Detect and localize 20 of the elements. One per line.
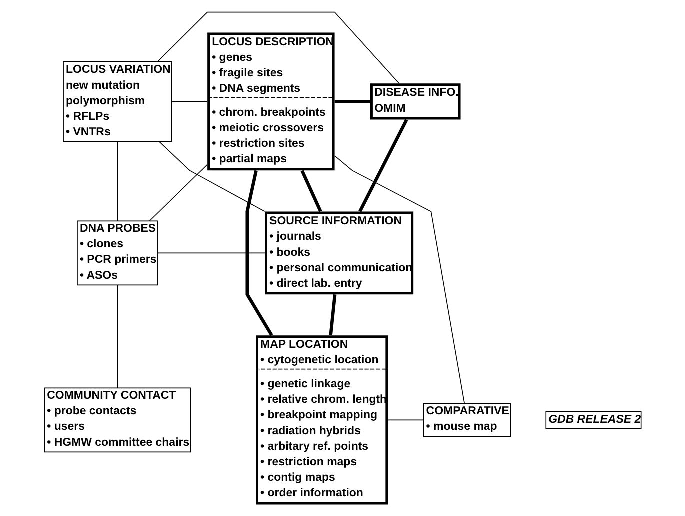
connector xyxy=(157,252,265,254)
connector xyxy=(245,170,273,336)
connector xyxy=(358,118,408,212)
connector xyxy=(387,419,424,420)
connector xyxy=(300,170,322,212)
connector xyxy=(148,164,208,221)
connector xyxy=(334,100,370,103)
node-box: COMPARATIVE • mouse map xyxy=(422,402,511,436)
connector xyxy=(328,294,336,336)
connector xyxy=(158,140,265,212)
node-box: COMMUNITY CONTACT • probe contacts • users • HGMW committee chairs xyxy=(44,387,191,452)
connector xyxy=(334,155,465,404)
node-box: DNA PROBES • clones • PCR primers • ASOs xyxy=(76,220,158,286)
node-box: DISEASE INFO. OMIM xyxy=(370,83,460,120)
connector xyxy=(116,141,118,221)
connector xyxy=(116,284,118,388)
connector xyxy=(157,11,400,84)
node-box: GDB RELEASE 2 xyxy=(545,410,642,429)
connector xyxy=(171,100,208,102)
node-box: LOCUS VARIATION new mutation polymorphism • RFLPs • VNTRs xyxy=(62,61,172,142)
